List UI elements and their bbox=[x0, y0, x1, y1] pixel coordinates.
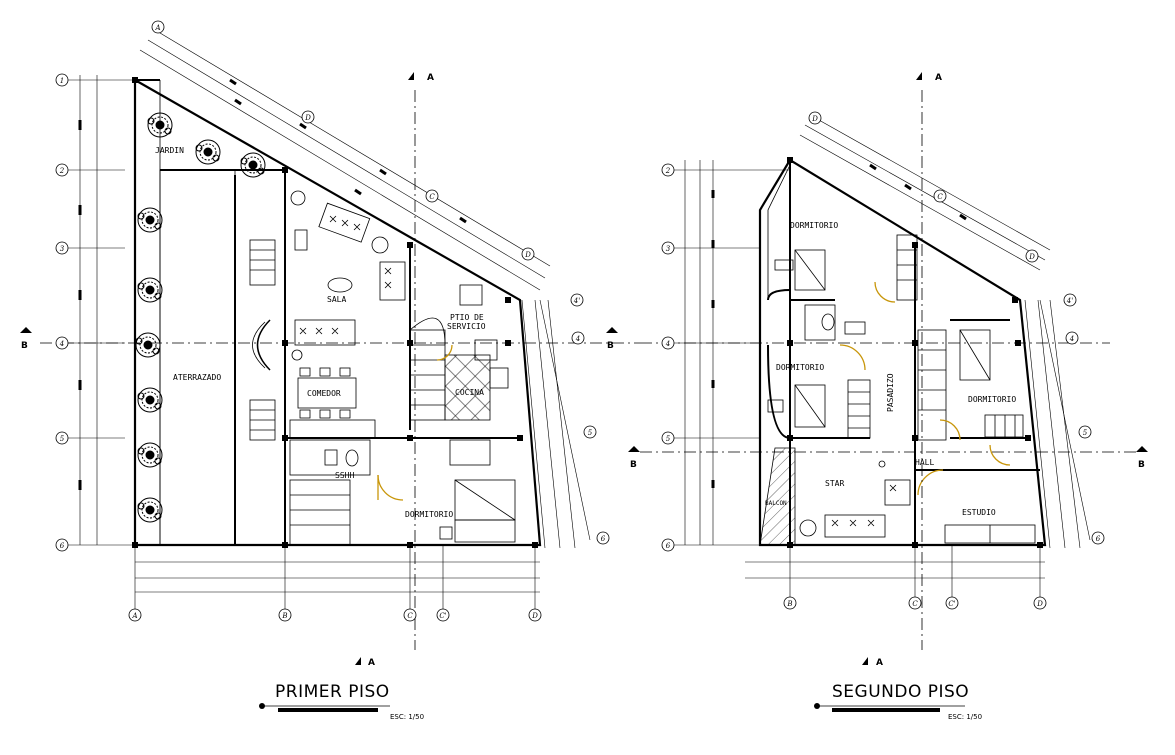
section-b-right: B bbox=[630, 460, 637, 470]
axis2-diag-d: D bbox=[811, 115, 818, 123]
room-dormitorio: DORMITORIO bbox=[405, 510, 453, 519]
room-sala: SALA bbox=[327, 295, 346, 304]
axis2-right-4p: 4' bbox=[1066, 297, 1073, 305]
plan1-scale: ESC: 1/50 bbox=[390, 713, 424, 721]
section2-a-bottom: A bbox=[876, 658, 883, 668]
plan2-room-labels: DORMITORIO DORMITORIO DORMITORIO PASADIZ… bbox=[765, 221, 1016, 517]
axis-bottom-d: D bbox=[531, 612, 538, 620]
room2-dormitorio-1: DORMITORIO bbox=[790, 221, 838, 230]
room-aterrazado: ATERRAZADO bbox=[173, 373, 221, 382]
plan2-section-markers: A A B B bbox=[606, 72, 1148, 668]
room2-dormitorio-2: DORMITORIO bbox=[776, 363, 824, 372]
axis-bottom-c-prime: C' bbox=[439, 612, 446, 620]
axis2-diag-d2: D bbox=[1028, 253, 1035, 261]
axis2-left-2: 2 bbox=[665, 167, 671, 175]
section2-b-left: B bbox=[607, 341, 614, 351]
axis-diag-c: C bbox=[429, 193, 435, 201]
section-a-top: A bbox=[427, 73, 434, 83]
section2-a-top: A bbox=[935, 73, 942, 83]
axis-left-4: 4 bbox=[59, 340, 64, 348]
plan1-section-markers: A A B B bbox=[20, 72, 640, 668]
axis2-left-6: 6 bbox=[666, 542, 671, 550]
axis2-right-6: 6 bbox=[1096, 535, 1101, 543]
room-cocina: COCINA bbox=[455, 388, 484, 397]
plan2-axis-labels: 2 3 4 5 6 B C C' D D C D 4' 4 5 6 bbox=[665, 115, 1101, 608]
axis-left-5: 5 bbox=[60, 435, 65, 443]
axis-bottom-c: C bbox=[407, 612, 413, 620]
axis2-bottom-d: D bbox=[1036, 600, 1043, 608]
plan2-axis-bubbles bbox=[661, 111, 1105, 610]
plan1-title-block: PRIMER PISO ESC: 1/50 bbox=[259, 682, 424, 721]
axis2-left-4: 4 bbox=[665, 340, 670, 348]
plan1-room-labels: JARDIN ATERRAZADO SALA COMEDOR PTIO DE S… bbox=[155, 146, 486, 519]
axis-diag-d2: D bbox=[524, 251, 531, 259]
axis2-right-4: 4 bbox=[1069, 335, 1074, 343]
axis-left-3: 3 bbox=[60, 245, 65, 253]
plan2-title-block: SEGUNDO PISO ESC: 1/50 bbox=[814, 682, 982, 721]
room2-star: STAR bbox=[825, 479, 844, 488]
axis-left-2: 2 bbox=[59, 167, 65, 175]
axis-right-5: 5 bbox=[588, 429, 593, 437]
axis2-bottom-c-prime: C' bbox=[948, 600, 955, 608]
axis2-diag-c: C bbox=[937, 193, 943, 201]
room2-hall: HALL bbox=[915, 458, 934, 467]
section-b-left: B bbox=[21, 341, 28, 351]
section2-b-right: B bbox=[1138, 460, 1145, 470]
plan-primer-piso bbox=[40, 29, 640, 650]
axis-bottom-a: A bbox=[131, 612, 137, 620]
plan2-title: SEGUNDO PISO bbox=[832, 682, 969, 702]
plan1-axis-labels: 1 2 3 4 5 6 A B C C' D A D C D 4' 4 5 6 bbox=[59, 24, 606, 620]
room-jardin: JARDIN bbox=[155, 146, 184, 155]
axis2-bottom-b: B bbox=[786, 600, 792, 608]
axis-bottom-b: B bbox=[281, 612, 287, 620]
room2-estudio: ESTUDIO bbox=[962, 508, 996, 517]
plan2-scale: ESC: 1/50 bbox=[948, 713, 982, 721]
axis-left-1: 1 bbox=[60, 77, 64, 85]
room-comedor: COMEDOR bbox=[307, 389, 341, 398]
axis2-left-3: 3 bbox=[666, 245, 671, 253]
axis2-right-5: 5 bbox=[1083, 429, 1088, 437]
axis-right-6: 6 bbox=[601, 535, 606, 543]
room2-balcon: BALCON bbox=[765, 500, 787, 507]
axis-left-6: 6 bbox=[60, 542, 65, 550]
axis2-bottom-c: C bbox=[912, 600, 918, 608]
plan1-axis-bubbles bbox=[55, 20, 610, 622]
axis-right-4p: 4' bbox=[573, 297, 580, 305]
room-sshh: SSHH bbox=[335, 471, 354, 480]
axis-diag-a: A bbox=[154, 24, 160, 32]
plan1-title: PRIMER PISO bbox=[275, 682, 390, 702]
room2-dormitorio-3: DORMITORIO bbox=[968, 395, 1016, 404]
section-a-bottom: A bbox=[368, 658, 375, 668]
axis-right-4: 4 bbox=[575, 335, 580, 343]
axis-diag-d: D bbox=[304, 114, 311, 122]
room2-pasadizo: PASADIZO bbox=[886, 373, 895, 412]
axis2-left-5: 5 bbox=[666, 435, 671, 443]
room-ptio-line2: SERVICIO bbox=[447, 322, 486, 331]
room-ptio-line1: PTIO DE bbox=[450, 313, 484, 322]
plan-segundo-piso bbox=[640, 90, 1140, 650]
